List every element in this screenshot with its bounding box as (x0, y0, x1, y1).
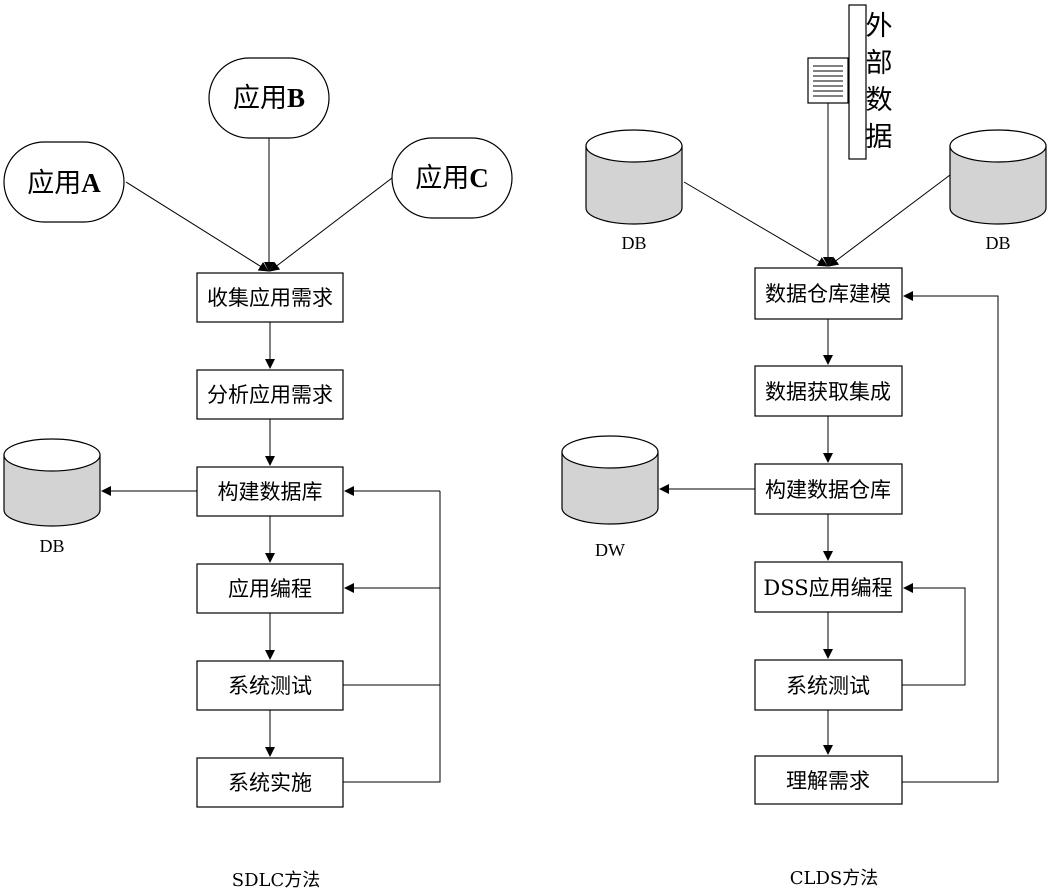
external-data-char-3: 数 (866, 85, 893, 116)
sdlc-step-testing-box (196, 660, 344, 711)
sdlc-section: 应用A 应用B 应用C 收集应用需求 分析应用需求 构建数据库 应用编程 系统测… (3, 57, 513, 891)
cylinder-icon (3, 438, 101, 527)
arrow-app-a-to-collect (125, 181, 269, 272)
external-data-char-2: 部 (866, 48, 893, 79)
app-a-oval (3, 141, 125, 223)
clds-section: 外 部 数 据 DB DB 数据仓 (561, 4, 1047, 889)
feedback-testing-to-dss (902, 583, 966, 686)
document-icon (807, 57, 849, 104)
cylinder-icon (949, 129, 1047, 225)
feedback-understand-to-modelling (902, 291, 999, 783)
sdlc-step-collect-box (196, 272, 344, 323)
sdlc-step-analyze-box (196, 369, 344, 420)
external-data-char-1: 外 (866, 11, 893, 42)
clds-step-testing-box (754, 659, 903, 711)
clds-step-testing: 系统测试 (786, 674, 870, 698)
clds-db-right-label: DB (985, 233, 1010, 253)
clds-caption: CLDS方法 (790, 868, 879, 889)
arrow-app-c-to-collect (269, 177, 393, 272)
app-b-label: 应用B (233, 83, 305, 114)
sdlc-step-implement-box (196, 757, 344, 808)
external-data-bar (848, 4, 867, 160)
sdlc-step-collect: 收集应用需求 (207, 286, 333, 310)
clds-step-acquire: 数据获取集成 (765, 380, 891, 404)
clds-step-understand: 理解需求 (786, 769, 870, 793)
sdlc-step-analyze: 分析应用需求 (207, 383, 333, 407)
clds-step-modelling: 数据仓库建模 (765, 282, 891, 306)
clds-step-understand-box (754, 755, 903, 805)
app-a-label: 应用A (27, 168, 101, 199)
feedback-loop-line (343, 491, 441, 783)
clds-step-build-dw: 构建数据仓库 (765, 478, 891, 502)
sdlc-step-programming: 应用编程 (228, 577, 312, 601)
external-data-char-4: 据 (866, 122, 893, 153)
arrow-db-left-to-modelling (683, 181, 828, 267)
clds-step-acquire-box (754, 365, 903, 417)
sdlc-caption: SDLC方法 (232, 870, 321, 891)
clds-step-dss: DSS应用编程 (763, 576, 892, 600)
clds-step-modelling-box (754, 267, 903, 320)
cylinder-icon (561, 435, 659, 525)
clds-db-left-label: DB (621, 233, 646, 253)
sdlc-step-build-db: 构建数据库 (218, 480, 323, 504)
cylinder-icon (585, 129, 683, 225)
arrow-db-right-to-modelling (828, 174, 951, 267)
sdlc-db-label: DB (39, 536, 64, 556)
sdlc-step-testing: 系统测试 (228, 674, 312, 698)
sdlc-step-implement: 系统实施 (228, 771, 312, 795)
sdlc-step-programming-box (196, 563, 344, 614)
clds-dw-label: DW (595, 540, 625, 560)
app-c-label: 应用C (415, 163, 489, 194)
